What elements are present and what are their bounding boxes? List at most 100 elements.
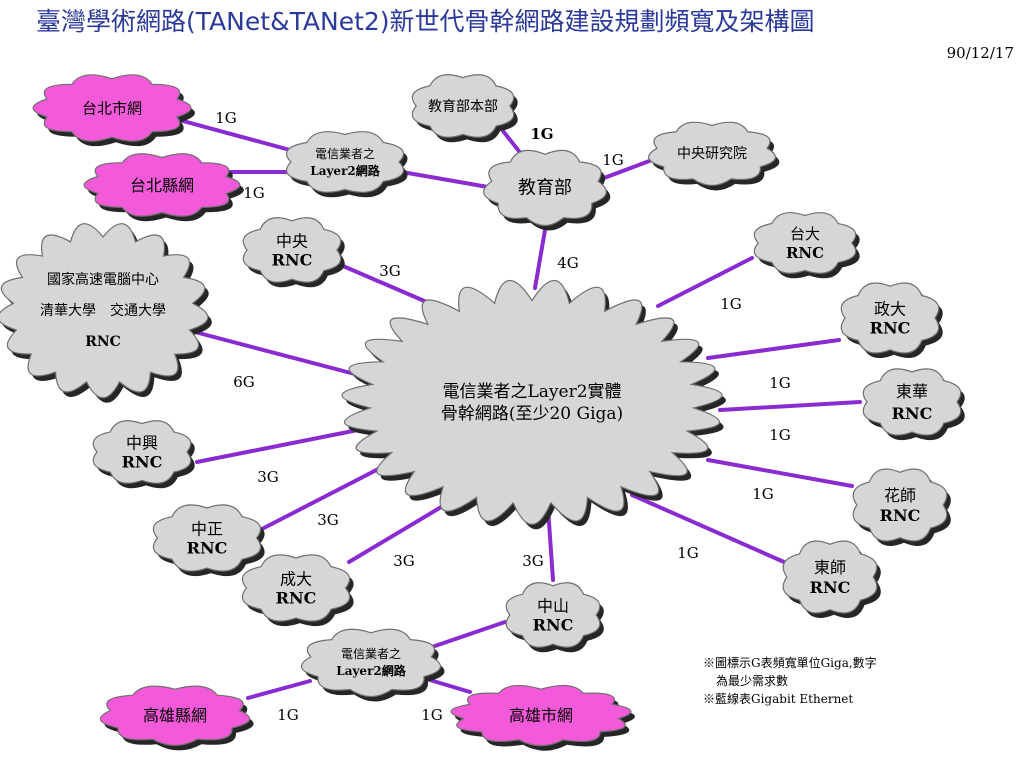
link-nccu-backbone (706, 338, 841, 360)
link-nsysu-l2-south (430, 620, 507, 649)
bandwidth-label: 1G (752, 485, 774, 503)
link-ncku-backbone (347, 495, 460, 564)
bandwidth-label: 1G (602, 151, 624, 169)
bandwidth-label: 3G (257, 468, 279, 486)
node-label: 電信業者之Layer2實體 (442, 382, 621, 402)
node-kaohsiung-city-cloud: 高雄市網 (450, 684, 635, 751)
bandwidth-label: 3G (379, 262, 401, 280)
legend-notes: ※圖標示G表頻寬單位Giga,數字 為最少需求數 ※藍線表Gigabit Eth… (703, 654, 877, 708)
links-layer (170, 116, 862, 700)
link-nsysu-backbone (546, 506, 555, 582)
bandwidth-label: 3G (522, 552, 544, 570)
link-labels-layer: 1G 1G 1G 1G 4G 3G 6G 3G 3G 3G 3G 1G 1G 1G 1G 1G 1G 1G (215, 109, 791, 724)
link-kaohsiung-city-l2-south (428, 678, 472, 694)
bandwidth-label: 1G (277, 706, 299, 724)
link-ncu-backbone (341, 264, 438, 308)
node-label: RNC (880, 506, 921, 525)
cloud-shape (341, 280, 723, 525)
node-label: RNC (272, 250, 313, 269)
link-nchu-backbone (195, 426, 370, 464)
node-label: 東師 (814, 558, 846, 577)
bandwidth-label: 1G (769, 374, 791, 392)
link-l2-north-moe (400, 170, 490, 189)
link-nhltc-backbone (706, 458, 854, 488)
node-label: RNC (85, 334, 121, 350)
node-label: 中正 (191, 519, 223, 538)
bandwidth-label: 3G (317, 511, 339, 529)
cloud-shape (483, 149, 607, 227)
node-sinica-cloud: 中央研究院 (648, 121, 780, 191)
cloud-shape (32, 74, 192, 142)
node-label: RNC (810, 578, 851, 597)
bandwidth-label: 1G (243, 184, 265, 202)
cloud-shape (241, 554, 351, 622)
bandwidth-label: 6G (233, 373, 255, 391)
node-taipei-county-cloud: 台北縣網 (83, 153, 244, 222)
node-label: Layer2網路 (310, 163, 380, 178)
bandwidth-label: 4G (557, 254, 579, 272)
node-label: 台北市網 (82, 99, 142, 117)
link-nttu-backbone (630, 493, 786, 564)
note-line: ※圖標示G表頻寬單位Giga,數字 (703, 656, 877, 670)
node-ndhu-cloud: 東華 RNC (862, 368, 965, 441)
node-label: RNC (276, 588, 317, 607)
node-label: 高雄市網 (509, 706, 573, 725)
link-moe-backbone (533, 228, 547, 290)
node-label: 清華大學 交通大學 (40, 302, 166, 319)
cloud-shape (840, 282, 940, 354)
node-label: RNC (122, 452, 163, 471)
bandwidth-label: 1G (677, 544, 699, 562)
node-label: 中央 (276, 231, 308, 250)
node-label: 成大 (280, 569, 312, 588)
node-label: 教育部本部 (428, 99, 498, 115)
cloud-shape (286, 131, 404, 193)
bandwidth-label: 1G (530, 125, 553, 143)
cloud-shape (862, 368, 962, 436)
note-line: 為最少需求數 (716, 674, 789, 688)
cloud-shape (782, 540, 878, 614)
node-label: 東華 (896, 382, 928, 401)
bandwidth-label: 3G (393, 552, 415, 570)
node-label: 花師 (884, 486, 916, 505)
node-label: 國家高速電腦中心 (47, 271, 159, 288)
link-ntu-backbone (656, 256, 754, 308)
node-label: 中山 (537, 596, 569, 615)
node-label: RNC (187, 538, 228, 557)
cloud-shape (753, 212, 857, 274)
cloud-shape (99, 685, 251, 746)
cloud-shape (852, 468, 948, 542)
node-label: RNC (870, 318, 911, 337)
node-moe-hq-cloud: 教育部本部 (411, 74, 518, 143)
cloud-shape (83, 153, 241, 217)
bandwidth-label: 1G (720, 295, 742, 313)
bandwidth-label: 1G (769, 426, 791, 444)
bandwidth-label: 1G (421, 706, 443, 724)
cloud-shape (505, 582, 601, 648)
cloud-shape (242, 217, 342, 283)
node-label: 中央研究院 (677, 146, 747, 162)
node-label: RNC (892, 404, 933, 423)
date-label: 90/12/17 (946, 44, 1014, 62)
cloud-shape (0, 223, 209, 399)
node-label: 骨幹網路(至少20 Giga) (441, 403, 623, 424)
node-moe-cloud: 教育部 (483, 149, 611, 231)
node-label: Layer2網路 (336, 663, 406, 678)
bandwidth-label: 1G (215, 109, 237, 127)
note-line: ※藍線表Gigabit Ethernet (703, 692, 854, 706)
node-label: 中興 (126, 433, 158, 452)
node-label: 高雄縣網 (143, 706, 207, 725)
